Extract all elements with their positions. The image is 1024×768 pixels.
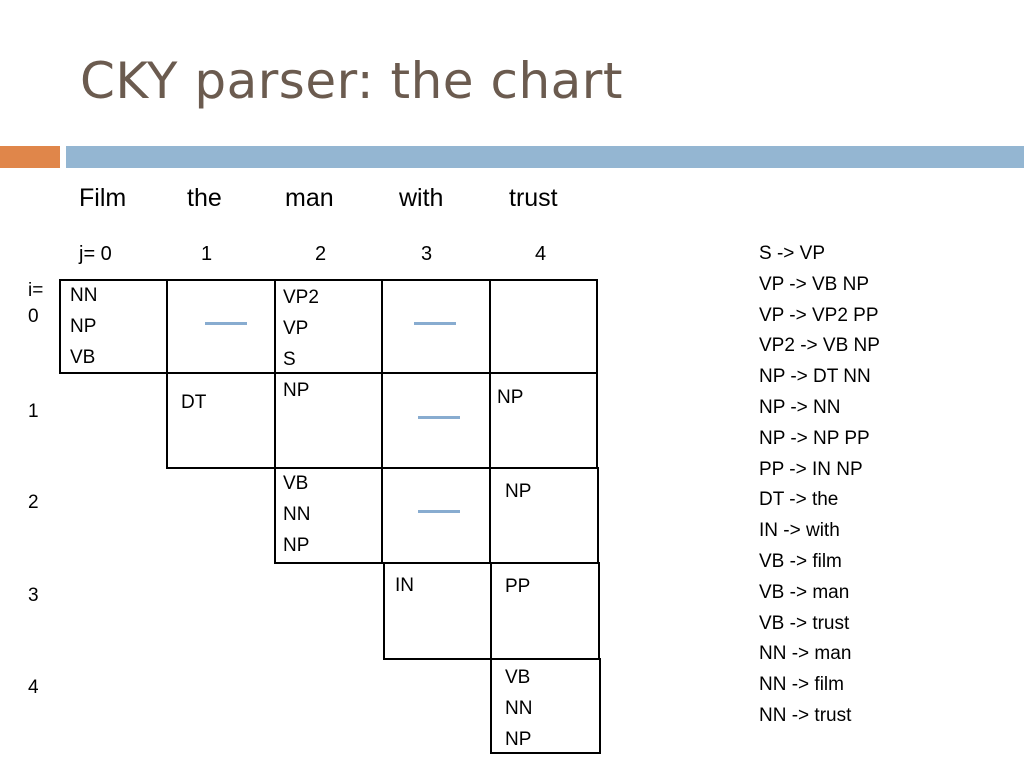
j-label-2: 2 [315,243,327,265]
rule-item: IN -> with [759,520,840,542]
chart-cell-1-1 [166,372,276,469]
rule-item: NN -> man [759,643,852,665]
i-label-0: i= 0 [28,280,44,327]
j-label-4: 4 [535,243,547,265]
chart-cell-3-4 [490,562,600,660]
word-the: the [187,184,222,212]
chart-cell-2-2 [274,467,383,564]
accent-bar-blue [66,146,1024,168]
rule-item: NP -> NP PP [759,427,870,449]
i-label-1: 1 [28,401,39,422]
i-label-2: 2 [28,492,39,513]
empty-dash-2-3 [418,510,460,513]
word-with: with [399,184,444,212]
chart-cell-0-0 [59,279,168,374]
chart-cell-0-2 [274,279,383,374]
rule-item: VB -> film [759,550,842,572]
chart-cell-1-3 [381,372,491,469]
cell-text-2-2: VB NN NP [283,473,311,556]
j-label-0: j= 0 [79,243,112,265]
cell-text-1-4: NP [497,387,524,408]
rule-item: DT -> the [759,489,839,511]
word-trust: trust [509,184,558,212]
i-label-3: 3 [28,585,39,606]
cell-text-1-1: DT [181,392,207,413]
word-man: man [285,184,334,212]
empty-dash-1-3 [418,416,460,419]
chart-cell-2-3 [381,467,491,564]
rule-item: NN -> film [759,674,844,696]
word-film: Film [79,184,127,212]
chart-cell-0-4 [489,279,598,374]
rule-item: VB -> trust [759,612,850,634]
chart-cell-4-4 [490,658,601,754]
cell-text-3-3: IN [395,575,414,596]
rule-item: VP -> VB NP [759,273,870,295]
grammar-rules: S -> VP VP -> VB NP VP -> VP2 PP VP2 -> … [759,239,880,732]
rule-item: NP -> NN [759,396,841,418]
i-label-4: 4 [28,677,39,698]
rule-item: PP -> IN NP [759,458,863,480]
j-label-1: 1 [201,243,213,265]
rule-item: VP -> VP2 PP [759,304,879,326]
empty-dash-0-1 [205,322,247,325]
rule-item: S -> VP [759,243,825,264]
rule-item: VP2 -> VB NP [759,335,880,357]
cell-text-0-0: NN NP VB [70,285,98,368]
accent-bar-orange [0,146,60,168]
cell-text-4-4: VB NN NP [505,667,533,750]
rule-item: NP -> DT NN [759,366,871,388]
chart-cell-3-3 [383,562,492,660]
slide-title: CKY parser: the chart [80,52,623,110]
empty-dash-0-3 [414,322,456,325]
j-label-3: 3 [421,243,433,265]
cell-text-3-4: PP [505,576,531,597]
rule-item: NN -> trust [759,704,852,726]
chart-cell-0-1 [166,279,276,374]
chart-cell-2-4 [489,467,599,564]
cell-text-2-4: NP [505,481,532,502]
cell-text-0-2: VP2 VP S NP [283,287,319,401]
rule-item: VB -> man [759,581,850,603]
chart-cell-0-3 [381,279,491,374]
